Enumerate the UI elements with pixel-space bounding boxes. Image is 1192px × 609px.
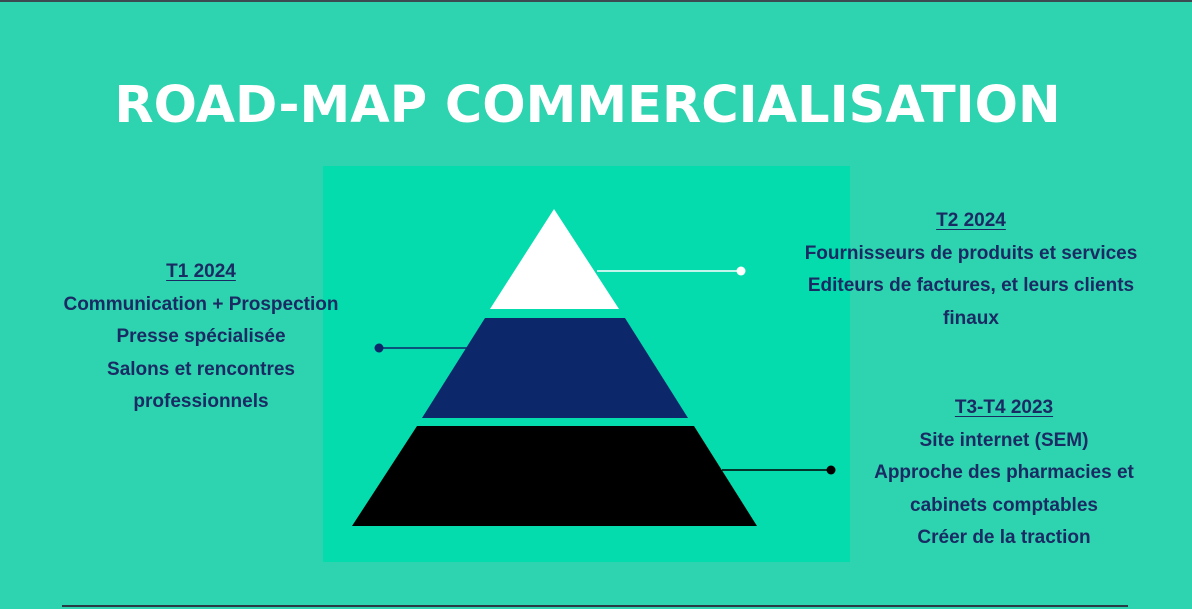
t2-line: finaux <box>943 307 999 329</box>
connector-dot-t2 <box>736 266 746 276</box>
t1-line: Salons et rencontres <box>107 358 295 380</box>
t1-line: Communication + Prospection <box>63 293 339 315</box>
t2-line: Fournisseurs de produits et services <box>804 242 1138 264</box>
text-block-t3: T3-T4 2023 Site internet (SEM) Approche … <box>846 392 1162 555</box>
t2-line: Editeurs de factures, et leurs clients <box>807 275 1135 296</box>
t1-heading: T1 2024 <box>166 261 236 282</box>
connector-dot-t1 <box>374 343 384 353</box>
pyramid-tier-bottom <box>352 426 757 526</box>
page-title: ROAD-MAP COMMERCIALISATION <box>114 76 1061 135</box>
t2-heading: T2 2024 <box>936 210 1006 231</box>
t3-line: cabinets comptables <box>910 494 1098 516</box>
pyramid-tier-middle <box>422 318 688 418</box>
top-border <box>0 0 1192 2</box>
bottom-border <box>62 605 1128 607</box>
t3-line: Approche des pharmacies et <box>874 462 1134 483</box>
text-block-t1: T1 2024 Communication + Prospection Pres… <box>20 256 382 419</box>
t1-line: Presse spécialisée <box>116 326 286 347</box>
connector-dot-t3 <box>826 465 836 475</box>
t3-line: Site internet (SEM) <box>919 429 1089 451</box>
t3-line: Créer de la traction <box>917 527 1091 548</box>
t1-line: professionnels <box>133 391 269 412</box>
pyramid-tier-top <box>490 209 619 309</box>
text-block-t2: T2 2024 Fournisseurs de produits et serv… <box>775 205 1167 335</box>
t3-heading: T3-T4 2023 <box>954 397 1054 418</box>
